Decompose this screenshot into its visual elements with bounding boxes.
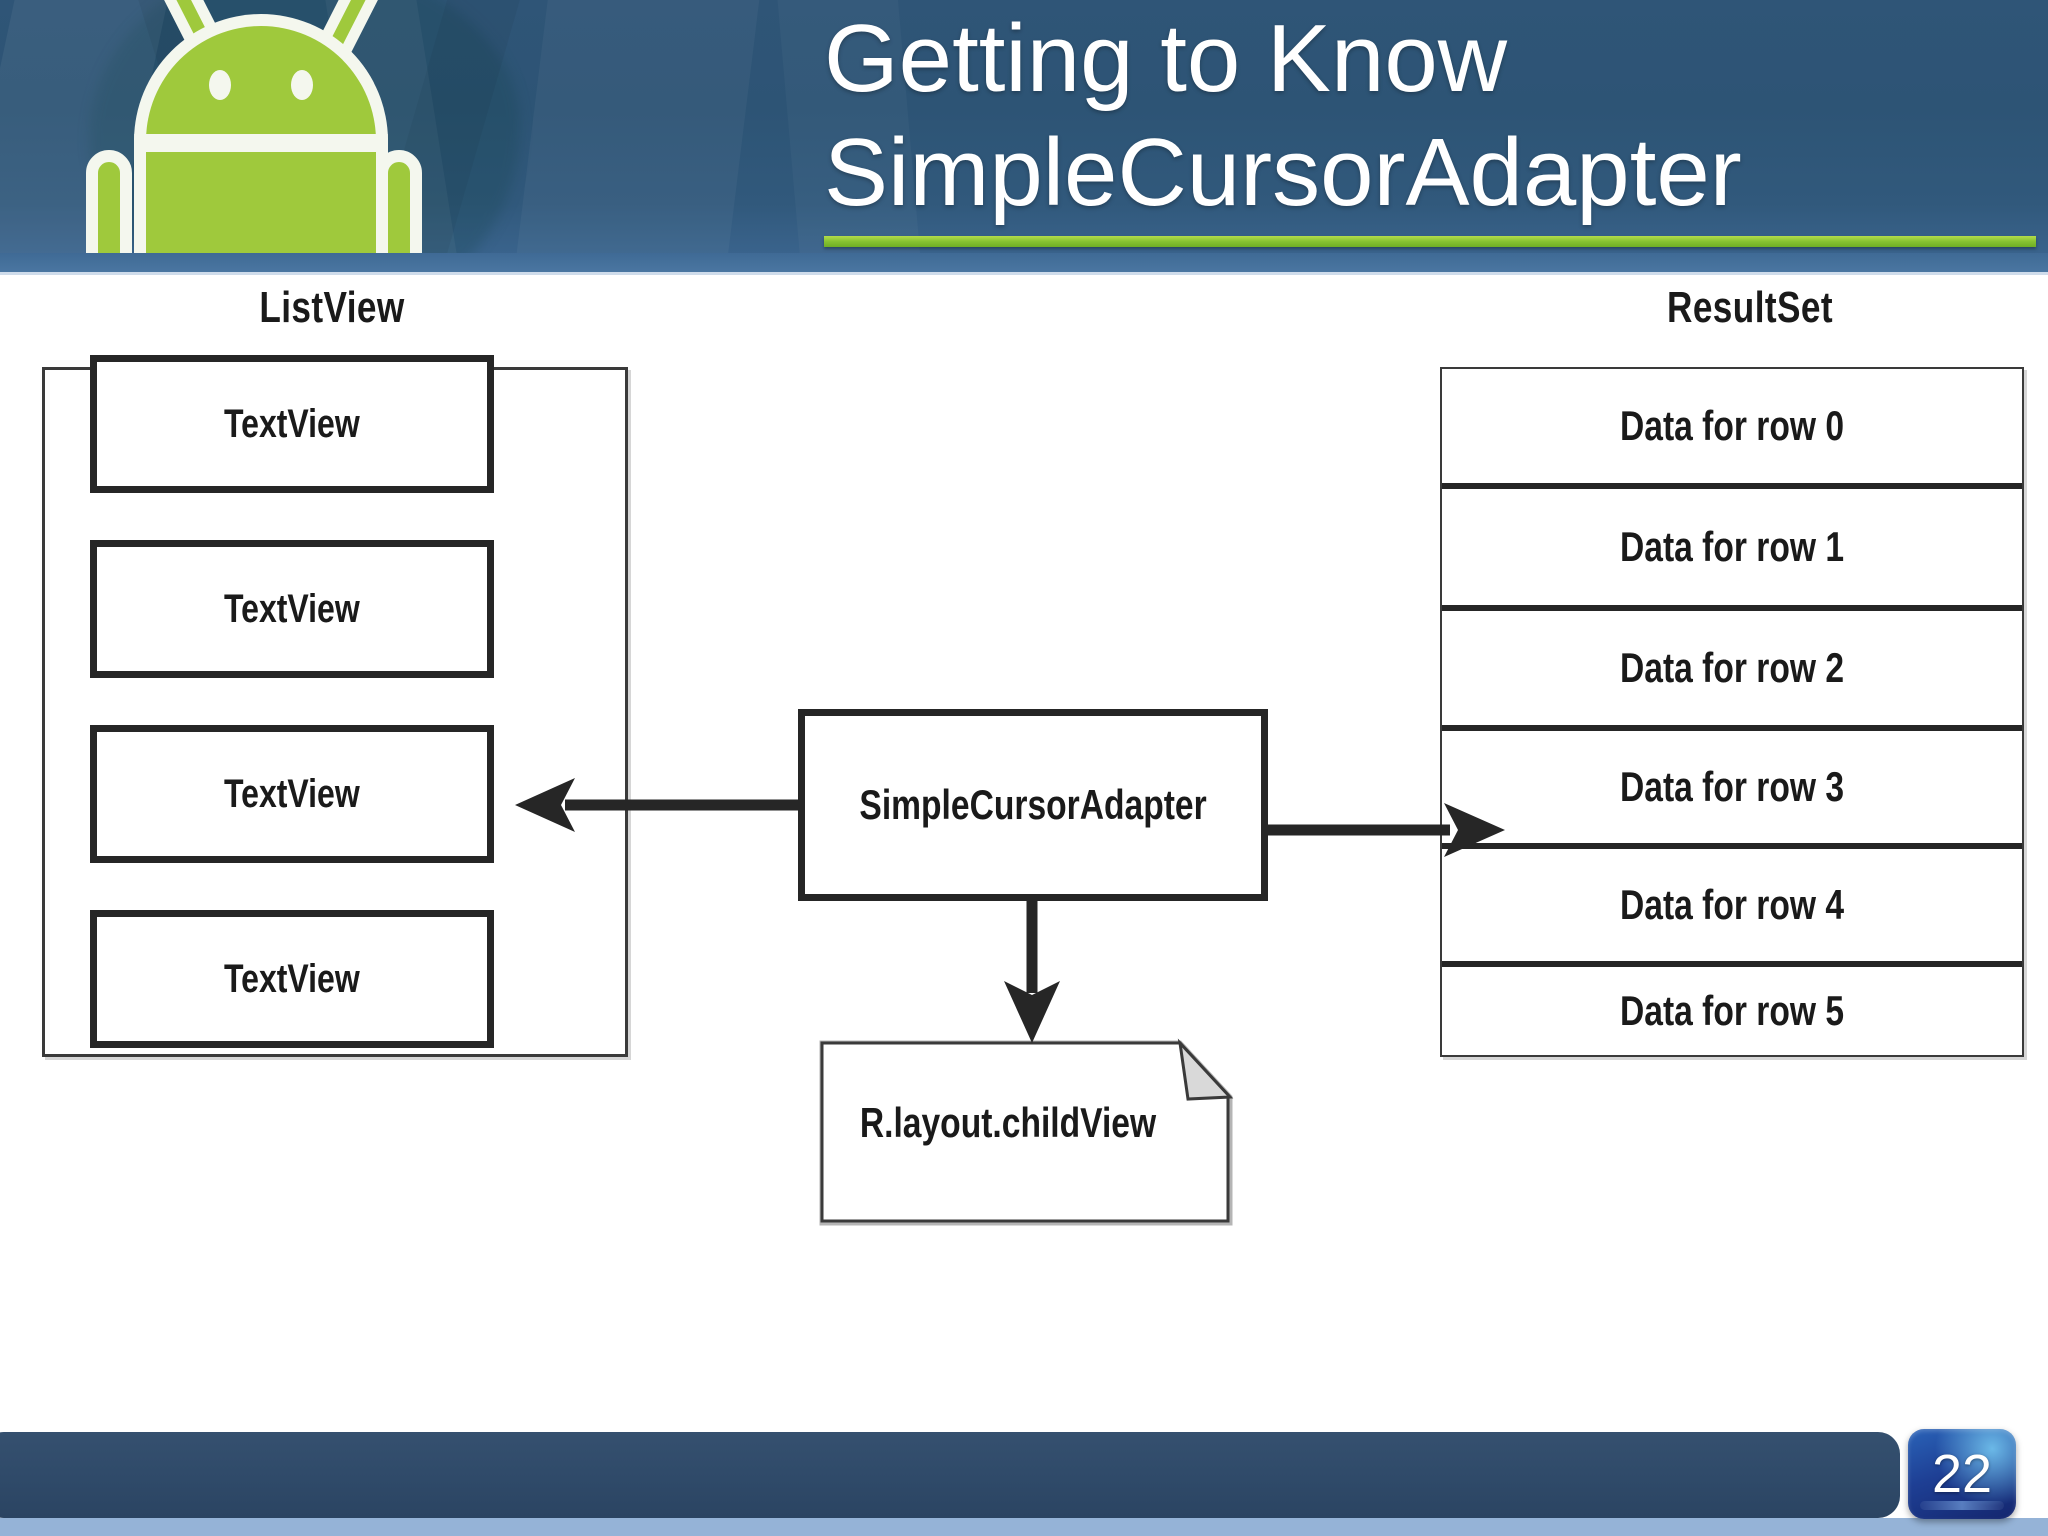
- badge-shine-decoration: [1920, 1501, 2004, 1510]
- page-title: Getting to Know SimpleCursorAdapter: [824, 2, 2034, 230]
- resultset-row-label: Data for row 1: [1619, 523, 1845, 570]
- slide-header: Getting to Know SimpleCursorAdapter: [0, 0, 2048, 272]
- listview-textview-label: TextView: [224, 586, 360, 631]
- header-hairline: [0, 272, 2048, 275]
- simplecursoradapter-node[interactable]: SimpleCursorAdapter: [798, 709, 1268, 901]
- page-title-line-2: SimpleCursorAdapter: [824, 119, 1742, 226]
- resultset-row[interactable]: Data for row 4: [1442, 849, 2022, 967]
- listview-textview-cell[interactable]: TextView: [90, 540, 494, 678]
- robot-eye-left-icon: [209, 70, 231, 100]
- robot-eye-right-icon: [291, 70, 313, 100]
- header-bottom-band: [0, 253, 2048, 272]
- resultset-row[interactable]: Data for row 2: [1442, 611, 2022, 731]
- android-robot-logo: [86, 0, 438, 272]
- page-number: 22: [1931, 1444, 1993, 1504]
- resultset-row[interactable]: Data for row 3: [1442, 731, 2022, 849]
- page-title-line-1: Getting to Know: [824, 5, 1508, 112]
- resultset-row[interactable]: Data for row 5: [1442, 967, 2022, 1055]
- listview-textview-label: TextView: [224, 956, 360, 1001]
- resultset-row-label: Data for row 0: [1619, 402, 1845, 449]
- footer-lower-band: [0, 1518, 2048, 1536]
- listview-textview-label: TextView: [224, 771, 360, 816]
- robot-arm-left-icon: [86, 150, 132, 272]
- robot-neck-gap: [134, 138, 388, 152]
- robot-body-icon: [134, 146, 388, 272]
- simplecursoradapter-label: SimpleCursorAdapter: [859, 781, 1207, 828]
- diagram-canvas: ListView ResultSet TextView TextView Tex…: [0, 275, 2048, 1450]
- resultset-row-label: Data for row 4: [1619, 881, 1845, 928]
- listview-textview-cell[interactable]: TextView: [90, 910, 494, 1048]
- header-ribbon-decoration: [482, 0, 769, 272]
- resultset-row-list: Data for row 0 Data for row 1 Data for r…: [1442, 369, 2022, 1055]
- layout-document-label: R.layout.childView: [859, 1099, 1157, 1146]
- connector-adapter-to-layout: [1004, 895, 1060, 1043]
- resultset-row-label: Data for row 3: [1619, 763, 1845, 810]
- footer-bar: [0, 1432, 1900, 1518]
- listview-textview-cell[interactable]: TextView: [90, 355, 494, 493]
- listview-textview-cell[interactable]: TextView: [90, 725, 494, 863]
- resultset-caption: ResultSet: [1667, 283, 1833, 332]
- resultset-row[interactable]: Data for row 1: [1442, 489, 2022, 611]
- title-accent-rule: [824, 236, 2036, 247]
- resultset-row-label: Data for row 5: [1619, 987, 1845, 1034]
- listview-caption: ListView: [259, 283, 405, 332]
- resultset-row[interactable]: Data for row 0: [1442, 369, 2022, 489]
- page-number-badge: 22: [1908, 1429, 2016, 1519]
- listview-textview-label: TextView: [224, 401, 360, 446]
- layout-document-node[interactable]: R.layout.childView: [818, 1037, 1246, 1229]
- resultset-container: [1440, 367, 2024, 1057]
- resultset-row-label: Data for row 2: [1619, 644, 1845, 691]
- document-shape-icon: [819, 1038, 1234, 1226]
